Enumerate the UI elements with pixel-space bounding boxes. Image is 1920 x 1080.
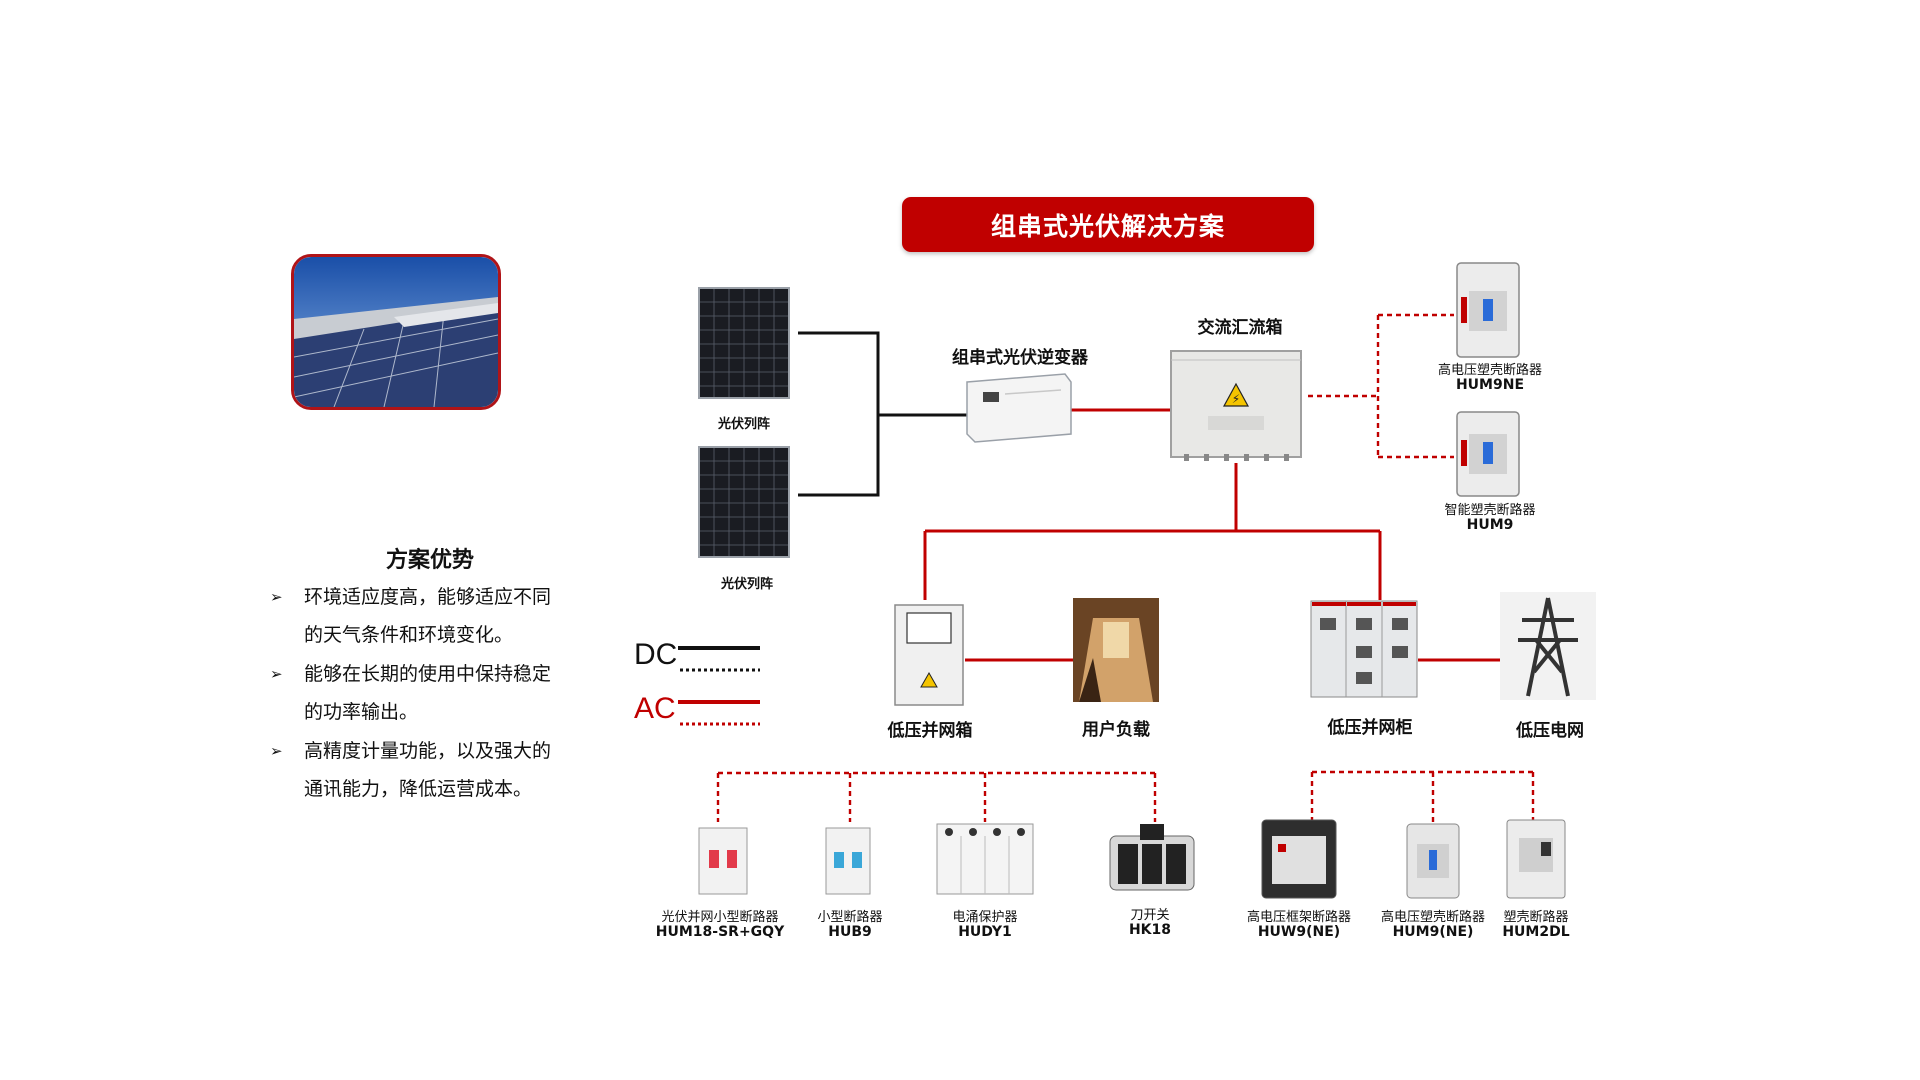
breaker-caption: 塑壳断路器 HUM2DL xyxy=(1502,910,1570,940)
breaker-caption: 高电压塑壳断路器 HUM9NE xyxy=(1437,363,1542,393)
lv-grid-box-label: 低压并网箱 xyxy=(887,721,973,741)
frame-breaker-icon xyxy=(1261,819,1337,899)
combiner-box-icon: ⚡ xyxy=(1170,350,1302,461)
breaker-caption: 高电压框架断路器 HUW9(NE) xyxy=(1246,910,1351,940)
breaker-caption: 高电压塑壳断路器 HUM9(NE) xyxy=(1380,910,1485,940)
user-load-label: 用户负载 xyxy=(1082,720,1150,740)
dc-wire-array-2 xyxy=(798,415,880,497)
pv-array-label: 光伏列阵 xyxy=(717,417,770,432)
intelligent-breaker-icon xyxy=(1456,411,1520,497)
advantages-heading: 方案优势 xyxy=(385,548,474,573)
surge-protector-icon xyxy=(936,823,1034,895)
mcb-icon xyxy=(825,827,871,895)
advantage-item: ➢能够在长期的使用中保持稳定的功率输出。 xyxy=(266,655,556,731)
ac-combiner-label: 交流汇流箱 xyxy=(1197,318,1283,338)
power-tower-icon xyxy=(1500,592,1596,700)
pv-array-label: 光伏列阵 xyxy=(720,577,773,592)
advantages-list: ➢环境适应度高，能够适应不同的天气条件和环境变化。 ➢能够在长期的使用中保持稳定… xyxy=(266,578,556,809)
inverter-icon xyxy=(966,373,1072,443)
user-load-room-icon xyxy=(1073,598,1159,702)
inverter-label: 组串式光伏逆变器 xyxy=(952,348,1088,368)
breaker-caption: 智能塑壳断路器 HUM9 xyxy=(1444,503,1536,533)
grid-cabinet-icon xyxy=(1310,600,1418,698)
molded-case-breaker-icon xyxy=(1406,823,1460,899)
rooftop-solar-photo xyxy=(291,254,501,410)
knife-switch-icon xyxy=(1109,824,1195,891)
grid-connection-box-icon xyxy=(894,604,964,706)
arrow-bullet-icon: ➢ xyxy=(270,742,283,760)
arrow-bullet-icon: ➢ xyxy=(270,665,283,683)
solution-title-banner: 组串式光伏解决方案 xyxy=(902,197,1314,252)
solar-panel-icon xyxy=(698,287,790,399)
legend-lines xyxy=(678,646,760,726)
dc-wires xyxy=(798,331,970,497)
mcb-icon xyxy=(698,827,748,895)
breaker-caption: 电涌保护器 HUDY1 xyxy=(952,910,1018,940)
legend-dc-label: DC xyxy=(634,638,678,671)
molded-case-breaker-icon xyxy=(1456,262,1520,358)
molded-case-breaker-icon xyxy=(1506,819,1566,899)
breaker-caption: 小型断路器 HUB9 xyxy=(817,910,883,940)
advantage-item: ➢高精度计量功能，以及强大的通讯能力，降低运营成本。 xyxy=(266,732,556,808)
ac-dashed-branches xyxy=(716,313,1535,822)
arrow-bullet-icon: ➢ xyxy=(270,588,283,606)
breaker-caption: 光伏并网小型断路器 HUM18-SR+GQY xyxy=(655,910,785,940)
legend-ac-label: AC xyxy=(634,692,676,725)
lv-grid-label: 低压电网 xyxy=(1516,721,1584,741)
dc-wire-array-1 xyxy=(798,331,880,415)
solar-panel-icon xyxy=(698,446,790,558)
svg-text:⚡: ⚡ xyxy=(1232,392,1240,406)
ac-wires xyxy=(923,408,1502,662)
advantage-item: ➢环境适应度高，能够适应不同的天气条件和环境变化。 xyxy=(266,578,556,654)
breaker-caption: 刀开关 HK18 xyxy=(1128,908,1172,938)
lv-grid-cabinet-label: 低压并网柜 xyxy=(1327,718,1413,738)
